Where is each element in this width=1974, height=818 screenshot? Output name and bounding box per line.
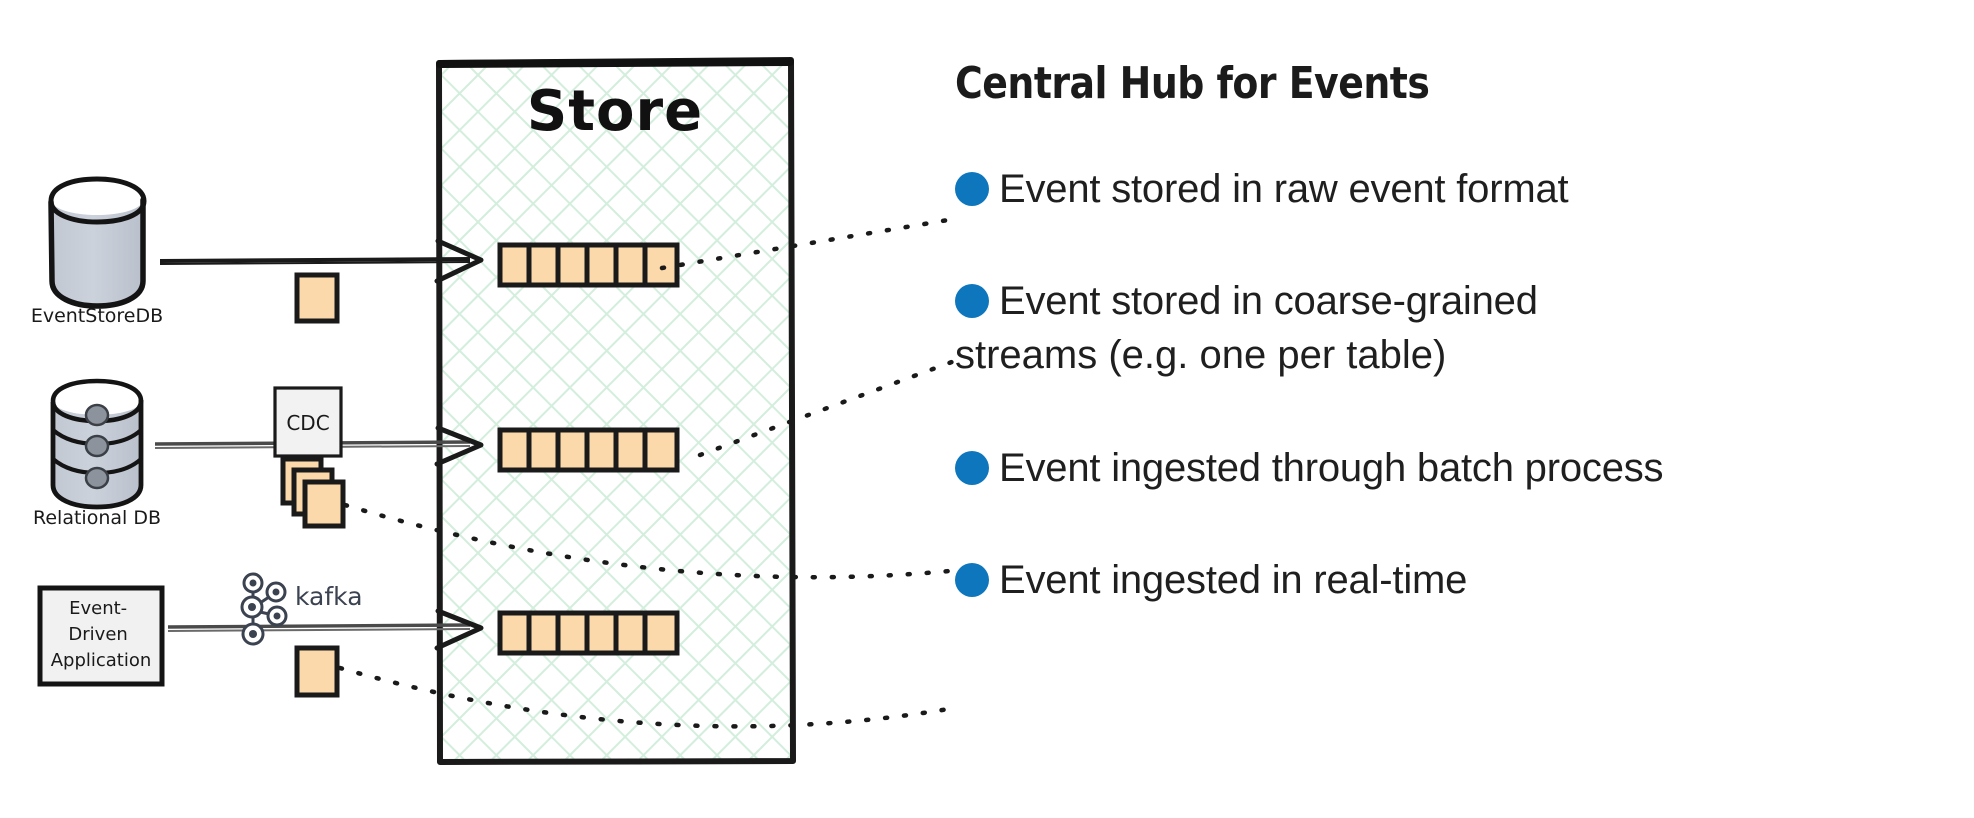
bullet-dot-icon <box>955 172 989 206</box>
list-item-batch-process: Event ingested through batch process <box>955 441 1664 495</box>
cdc-label: CDC <box>286 411 329 435</box>
stream-coarse <box>497 427 680 473</box>
page-title: Central Hub for Events <box>955 58 1430 109</box>
list-item-coarse-grained: Event stored in coarse-grained streams (… <box>955 274 1538 383</box>
kafka-label: kafka <box>295 582 363 611</box>
bullet-text: Event stored in coarse-grained <box>999 279 1538 323</box>
bullet-dot-icon <box>955 563 989 597</box>
cdc-box <box>273 386 343 458</box>
kafka-logo-icon <box>240 572 288 646</box>
leader-line-coarse-grained <box>697 356 963 458</box>
eventstoredb-label: EventStoreDB <box>31 305 163 327</box>
single-event-square-icon-kafka <box>294 645 340 698</box>
store-title: Store <box>527 79 703 144</box>
list-item-raw-format: Event stored in raw event format <box>955 162 1569 216</box>
stacked-events-squares-icon <box>280 456 346 529</box>
bullet-text-line2: streams (e.g. one per table) <box>955 333 1447 378</box>
database-stacked-disks-icon <box>50 378 144 510</box>
bullet-dot-icon <box>955 284 989 318</box>
application-label: Event- Driven Application <box>51 598 152 671</box>
single-event-square-icon-eventstore <box>294 272 340 324</box>
store-box <box>436 57 796 765</box>
application-box-icon <box>37 585 165 687</box>
central-hub-panel: Central Hub for Events Event stored in r… <box>955 58 1955 602</box>
relational-db-label: Relational DB <box>33 507 161 529</box>
list-item-real-time: Event ingested in real-time <box>955 553 1467 607</box>
flow-arrow-event-driven-application <box>167 608 484 651</box>
stream-realtime <box>497 610 680 656</box>
stream-raw <box>497 242 680 288</box>
flow-arrow-eventstoredb <box>159 238 484 284</box>
bullet-dot-icon <box>955 451 989 485</box>
bullet-text: Event ingested through batch process <box>999 446 1664 490</box>
bullet-text: Event ingested in real-time <box>999 558 1468 602</box>
database-cylinder-icon <box>48 176 147 309</box>
bullet-text: Event stored in raw event format <box>999 167 1569 211</box>
leader-line-raw-format <box>659 215 963 271</box>
